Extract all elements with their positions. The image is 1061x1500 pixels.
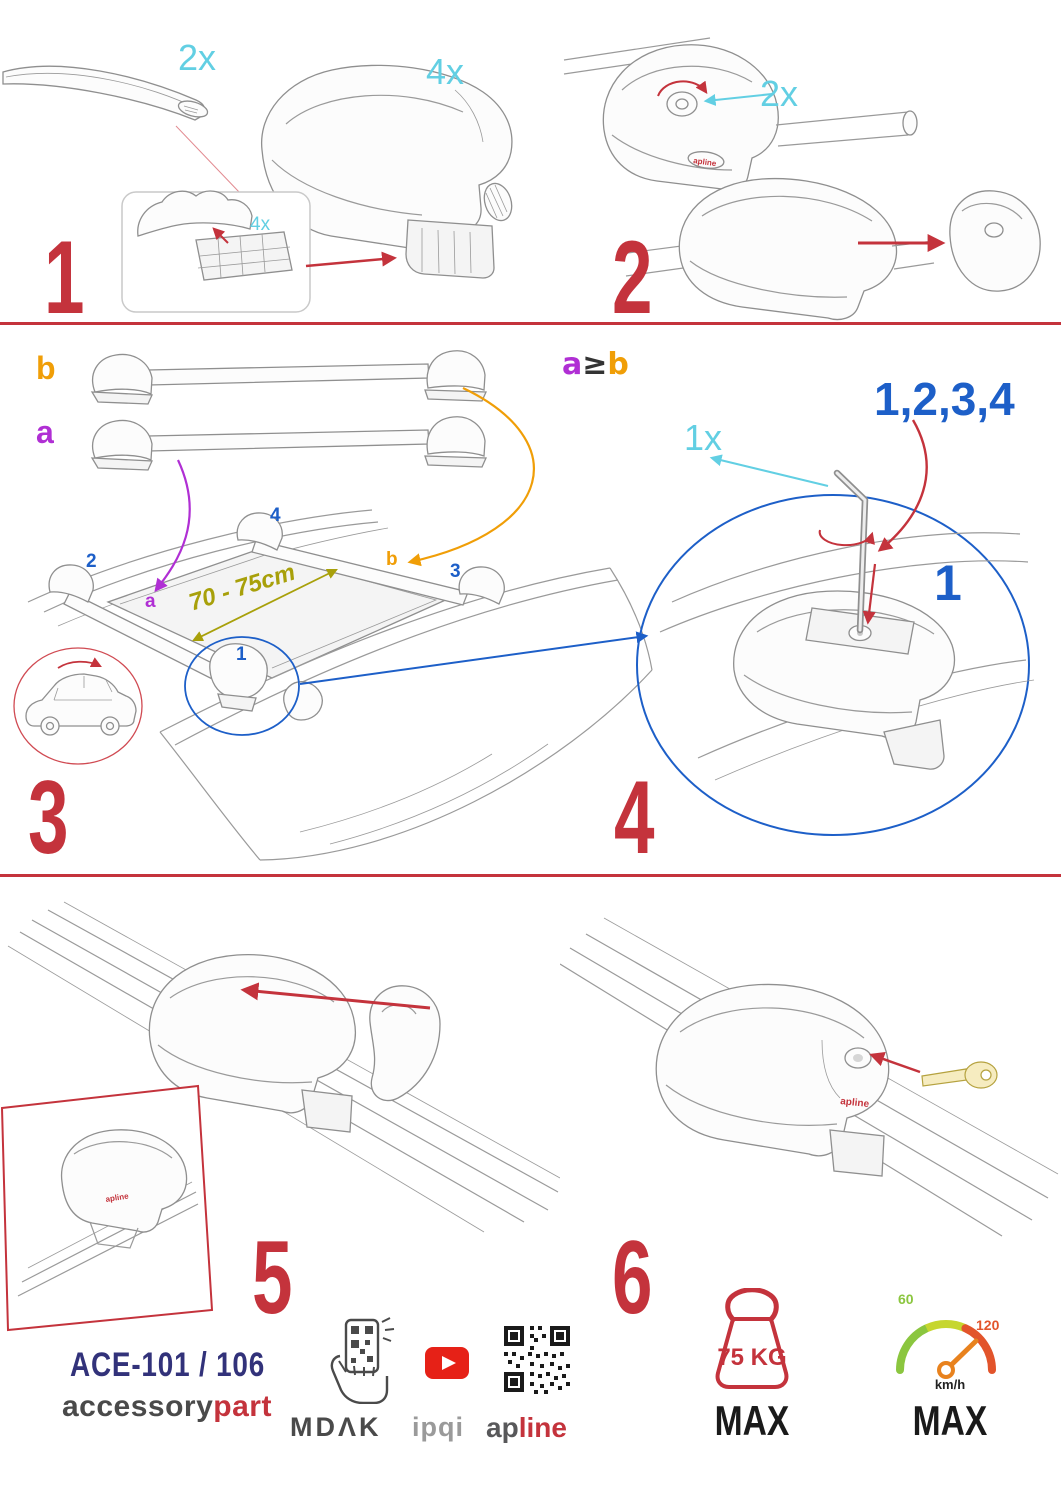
tightening-sequence: 1,2,3,4 [874, 373, 1015, 425]
apline-logo-text: apline [105, 1191, 130, 1204]
roof-bar-b-marker: b [386, 549, 398, 570]
apline-logo-gray: ap [486, 1412, 519, 1443]
max-weight-value: 75 KG [717, 1344, 787, 1371]
bar-b-label: b [36, 350, 56, 386]
crossbar-b-illustration [90, 350, 487, 405]
step-4-number: 4 [614, 760, 654, 876]
mounted-crossbars [48, 512, 505, 721]
lock-key-icon [921, 1061, 998, 1089]
foot-illustration [148, 954, 356, 1149]
step4-key-qty: 1x [684, 417, 723, 458]
speed-120-label: 120 [976, 1317, 1000, 1333]
foot-illustration: apline [655, 983, 890, 1177]
step1-illustration [2, 64, 513, 313]
foot-marker-2: 2 [86, 551, 97, 572]
foot-knob-illustration: apline [602, 44, 918, 191]
accessorypart-logo: accessorypart [62, 1392, 272, 1422]
key-qty-arrow [709, 454, 829, 487]
step2-illustration: apline [563, 37, 1041, 321]
clamped-foot-inset: apline [0, 1084, 214, 1332]
lock-arrow [869, 1051, 921, 1074]
section-divider [0, 322, 1061, 325]
condition-op: ≥ [582, 347, 608, 382]
foot-marker-3: 3 [450, 561, 461, 582]
step4-illustration [636, 419, 1035, 836]
foot-assembly-illustration [261, 64, 513, 279]
step-6-number: 6 [612, 1220, 652, 1336]
bar-b-arrow [407, 387, 535, 567]
bar-a-arrow [154, 459, 191, 593]
max-speed-label: MAX [912, 1397, 988, 1444]
mdak-phone-icon [330, 1317, 395, 1404]
roof-bar-a-marker: a [145, 591, 156, 612]
apline-logo-text: apline [693, 156, 718, 168]
max-weight-icon [715, 1288, 789, 1389]
step-1-number: 1 [44, 220, 84, 336]
ipqi-logo: ipqi [412, 1412, 464, 1442]
cross-bar-illustration [2, 65, 209, 121]
rubber-pad-inset [121, 190, 311, 313]
step5-illustration: apline [0, 901, 560, 1332]
apline-logo: apline [486, 1414, 567, 1442]
foot-zoom-illustration [733, 590, 956, 770]
rotate-arrow [818, 529, 875, 547]
allen-key-icon [833, 469, 869, 634]
rotate-arrow [657, 80, 708, 97]
step-5-number: 5 [252, 1220, 292, 1336]
youtube-icon [425, 1347, 469, 1379]
dimension-arrow [192, 568, 338, 642]
sequence-arrow [877, 419, 928, 552]
step2-knob-qty: 2x [760, 73, 799, 114]
condition-b: b [607, 347, 629, 382]
crossbar-a-illustration [90, 416, 487, 471]
condition-label: a≥b [562, 350, 629, 380]
bar-a-label: a [36, 414, 54, 450]
step1-pad-qty: 4x [250, 214, 271, 235]
first-foot-number: 1 [934, 555, 962, 611]
step1-bar-qty: 2x [178, 37, 217, 78]
accessorypart-logo-red: part [213, 1390, 272, 1423]
qr-code [500, 1322, 574, 1396]
speedometer-icon [896, 1320, 996, 1379]
apline-logo-red: line [518, 1412, 567, 1443]
foot-highlight-circle [184, 636, 300, 736]
step-3-number: 3 [28, 760, 68, 876]
speed-60-label: 60 [898, 1291, 914, 1307]
foot-cover-illustration [619, 177, 1041, 321]
zoom-circle [636, 494, 1030, 836]
car-inset-illustration [13, 647, 143, 765]
product-model: ACE-101 / 106 [70, 1346, 266, 1384]
speed-unit-label: km/h [934, 1377, 966, 1392]
foot-marker-4: 4 [270, 505, 281, 526]
max-weight-label: MAX [714, 1397, 790, 1444]
attach-arrow [240, 982, 431, 1010]
zoom-link-arrow [299, 631, 649, 685]
step-2-number: 2 [612, 220, 652, 336]
tighten-arrow [862, 563, 877, 625]
step6-illustration: apline [560, 917, 1059, 1237]
hook-part-illustration [369, 985, 441, 1102]
condition-a: a [562, 347, 583, 382]
mdak-logo: MDΛK [290, 1412, 382, 1442]
step1-foot-qty: 4x [426, 51, 465, 92]
apline-logo-text: apline [840, 1096, 870, 1110]
foot-marker-1: 1 [236, 644, 247, 665]
section-divider [0, 874, 1061, 877]
step3-illustration [13, 350, 653, 861]
accessorypart-logo-gray: accessory [62, 1390, 214, 1423]
